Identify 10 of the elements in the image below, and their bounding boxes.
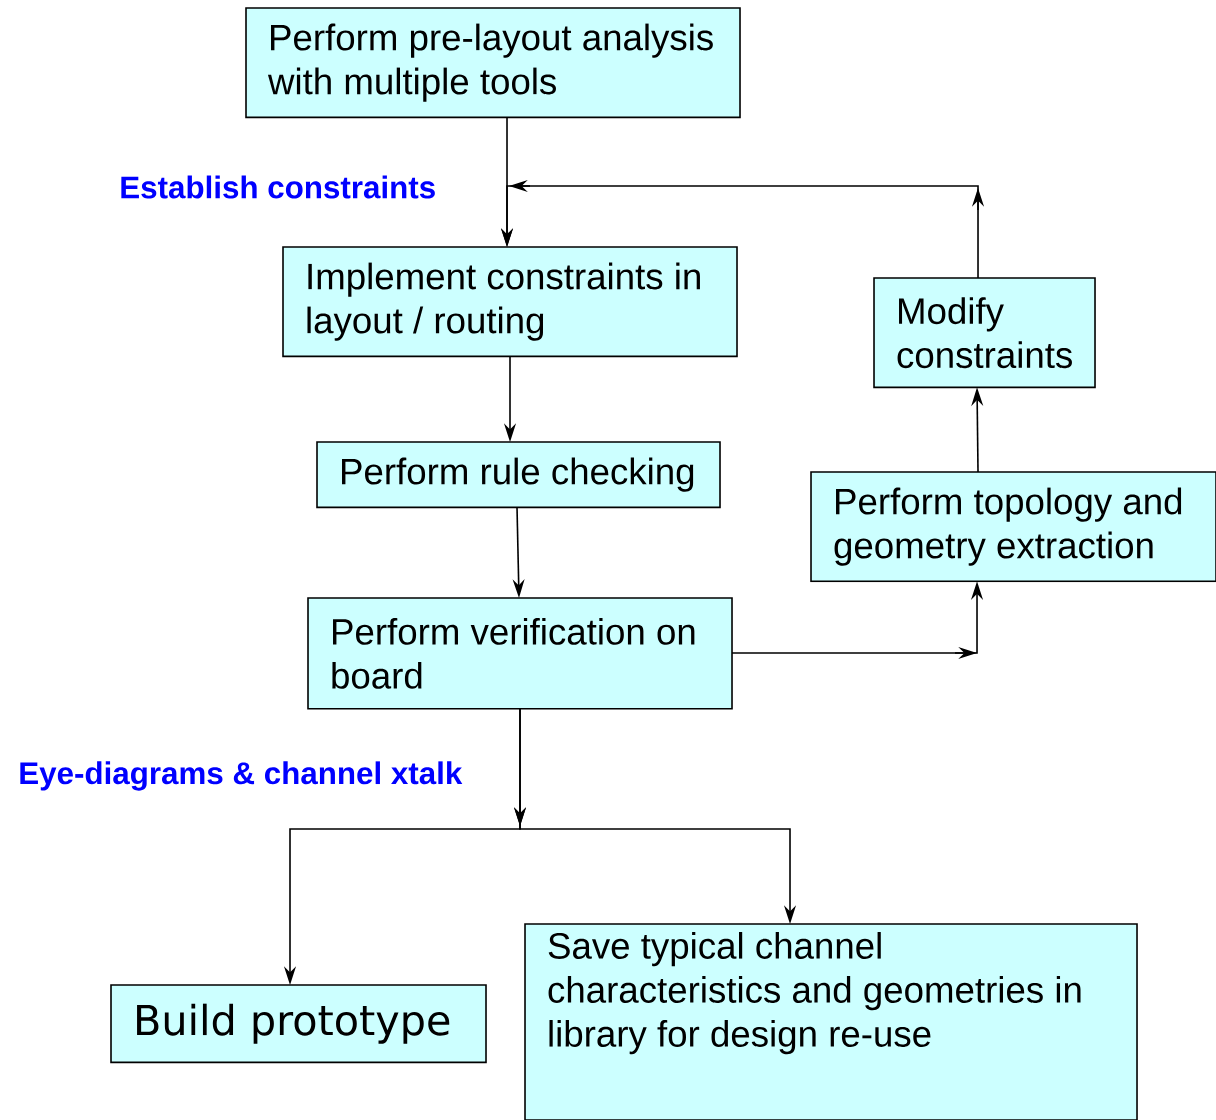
process-box: Save typical channel characteristics and geometries in library for design re-use [524, 923, 1138, 1120]
process-box: Implement constraints in layout / routing [282, 246, 738, 358]
process-box: Modify constraints [873, 277, 1096, 389]
process-box: Build prototype [110, 984, 487, 1064]
process-box: Perform verification on board [307, 597, 733, 710]
process-box: Perform pre-layout analysis with multiple tools [245, 7, 741, 119]
process-box: Perform topology and geometry extraction [810, 471, 1216, 583]
annotation-label: Eye-diagrams & channel xtalk [20, 761, 463, 791]
process-box: Perform rule checking [316, 441, 721, 509]
annotation-label: Establish constraints [121, 175, 435, 199]
